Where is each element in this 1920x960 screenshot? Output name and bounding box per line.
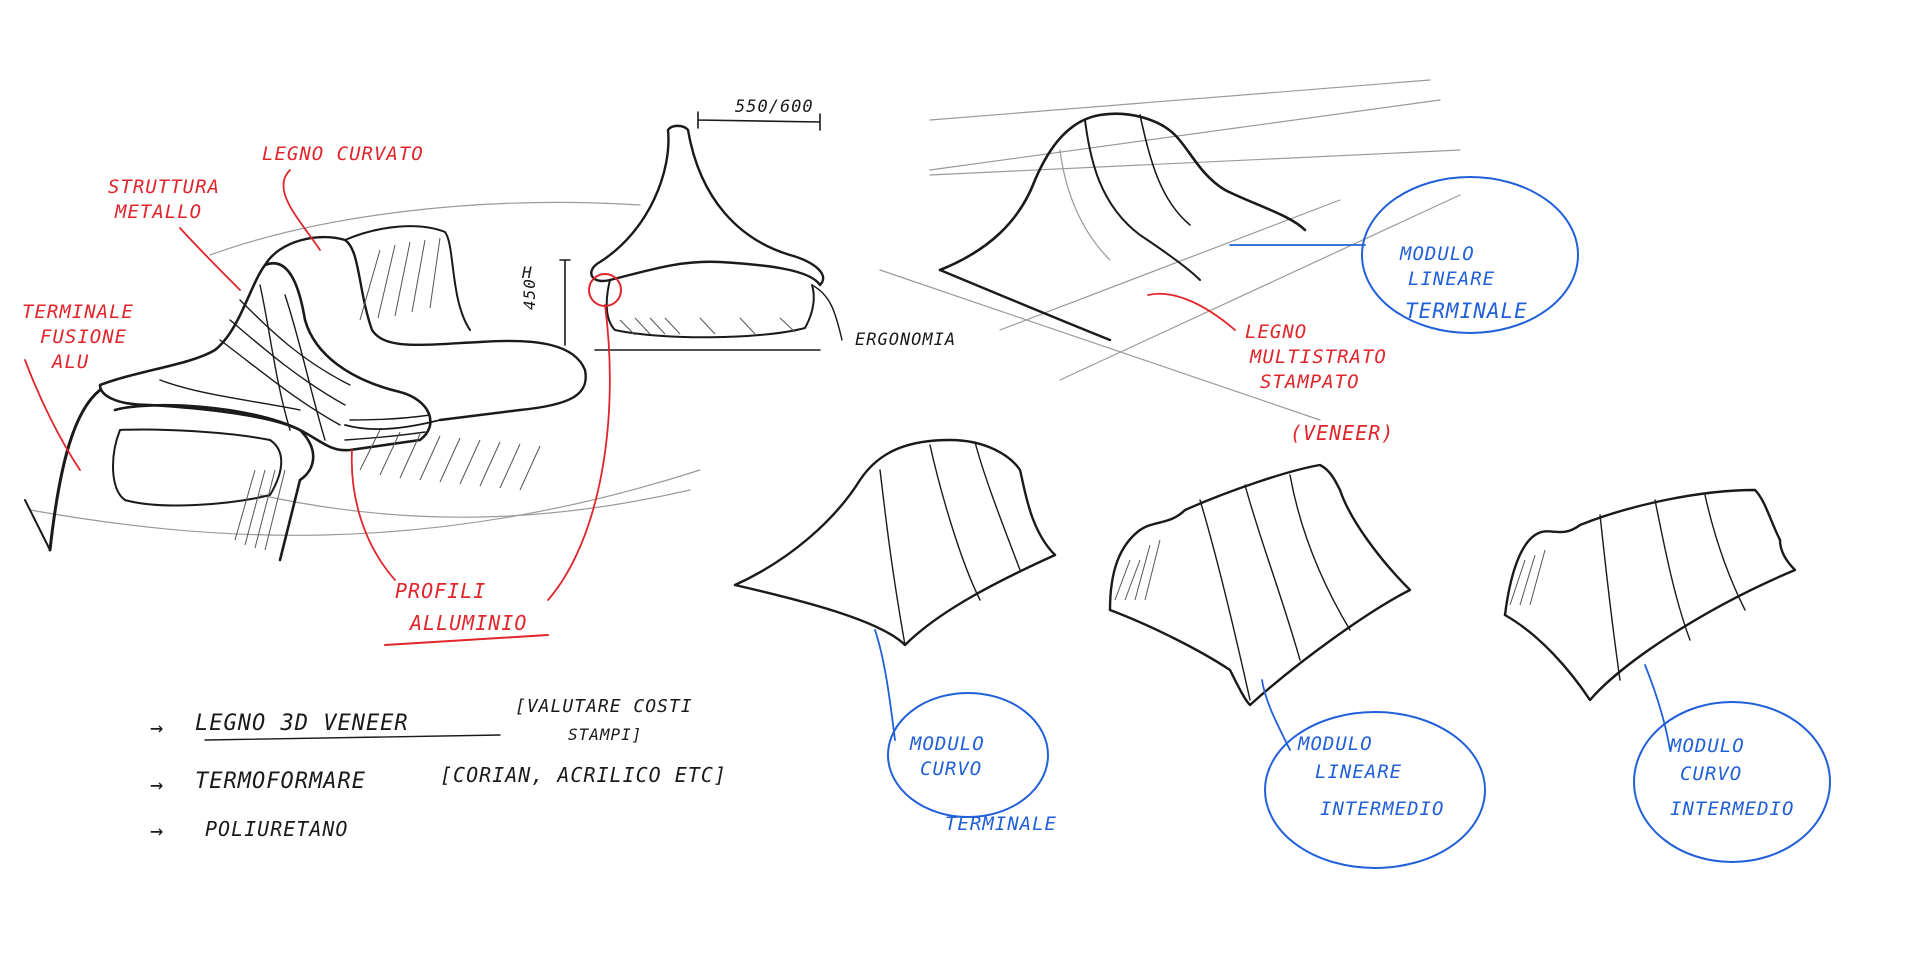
note-3-arrow: →	[150, 819, 164, 844]
label-lt-1: MODULO	[1399, 243, 1475, 265]
note-2-text: TERMOFORMARE	[195, 769, 366, 794]
dim-h-value: 450	[520, 278, 539, 310]
label-lt-2: LINEARE	[1408, 268, 1495, 290]
blue-annotations: MODULO LINEARE TERMINALE MODULO CURVO TE…	[874, 176, 1831, 869]
bubble-curvo-intermedio	[1633, 701, 1831, 863]
label-alu: ALU	[51, 351, 89, 373]
material-notes: → LEGNO 3D VENEER [VALUTARE COSTI STAMPI…	[150, 696, 727, 844]
note-1-bracket: [VALUTARE COSTI	[515, 696, 693, 717]
note-3-text: POLIURETANO	[205, 817, 348, 841]
label-legno: LEGNO	[1245, 321, 1307, 343]
label-struttura: STRUTTURA	[108, 176, 220, 198]
modulo-curvo-terminale-sketch	[733, 438, 1057, 647]
ergonomia-label: ERGONOMIA	[855, 330, 956, 350]
bubble-lineare-intermedio	[1264, 711, 1486, 869]
bubble-lineare-terminale	[1361, 176, 1579, 334]
linear-module-sketch	[879, 79, 1461, 421]
note-2-arrow: →	[150, 773, 164, 798]
section-sketch: 550/600 H 450 ERGONOMIA	[520, 97, 956, 351]
seat-hatching	[359, 237, 541, 491]
label-li-2: LINEARE	[1315, 761, 1402, 783]
struttura-grid	[159, 284, 431, 441]
note-2-bracket: [CORIAN, ACRILICO ETC]	[440, 763, 727, 787]
bubble-curvo-terminale	[887, 692, 1049, 818]
note-1-arrow: →	[150, 716, 164, 741]
label-ct-1: MODULO	[909, 733, 985, 755]
modulo-curvo-intermedio-sketch	[1503, 488, 1797, 702]
label-alluminio: ALLUMINIO	[408, 611, 527, 635]
label-li-1: MODULO	[1297, 733, 1373, 755]
note-1-text: LEGNO 3D VENEER	[195, 711, 409, 736]
red-annotations: LEGNO CURVATO STRUTTURA METALLO TERMINAL…	[22, 143, 1394, 646]
label-stampato: STAMPATO	[1260, 371, 1360, 393]
dim-h-label: H	[521, 263, 533, 282]
note-1-bracket-2: STAMPI]	[568, 725, 642, 744]
label-ci-1: MODULO	[1669, 735, 1745, 757]
label-lt-3: TERMINALE	[1405, 299, 1528, 323]
bench-perspective-sketch	[24, 201, 701, 562]
label-metallo: METALLO	[114, 201, 202, 223]
label-ct-2: CURVO	[920, 758, 982, 780]
detail-circle	[588, 273, 622, 307]
label-veneer: (VENEER)	[1290, 421, 1394, 445]
label-terminale: TERMINALE	[22, 301, 134, 323]
label-ci-3: INTERMEDIO	[1670, 798, 1794, 820]
label-profili: PROFILI	[395, 579, 486, 603]
label-li-3: INTERMEDIO	[1320, 798, 1444, 820]
label-ct-3: TERMINALE	[945, 813, 1057, 835]
label-legno-curvato: LEGNO CURVATO	[262, 143, 424, 165]
label-multistrato: MULTISTRATO	[1249, 346, 1387, 368]
modulo-lineare-intermedio-sketch	[1108, 463, 1412, 707]
label-fusione: FUSIONE	[40, 326, 127, 348]
label-ci-2: CURVO	[1680, 763, 1742, 785]
dim-width-label: 550/600	[735, 97, 814, 117]
